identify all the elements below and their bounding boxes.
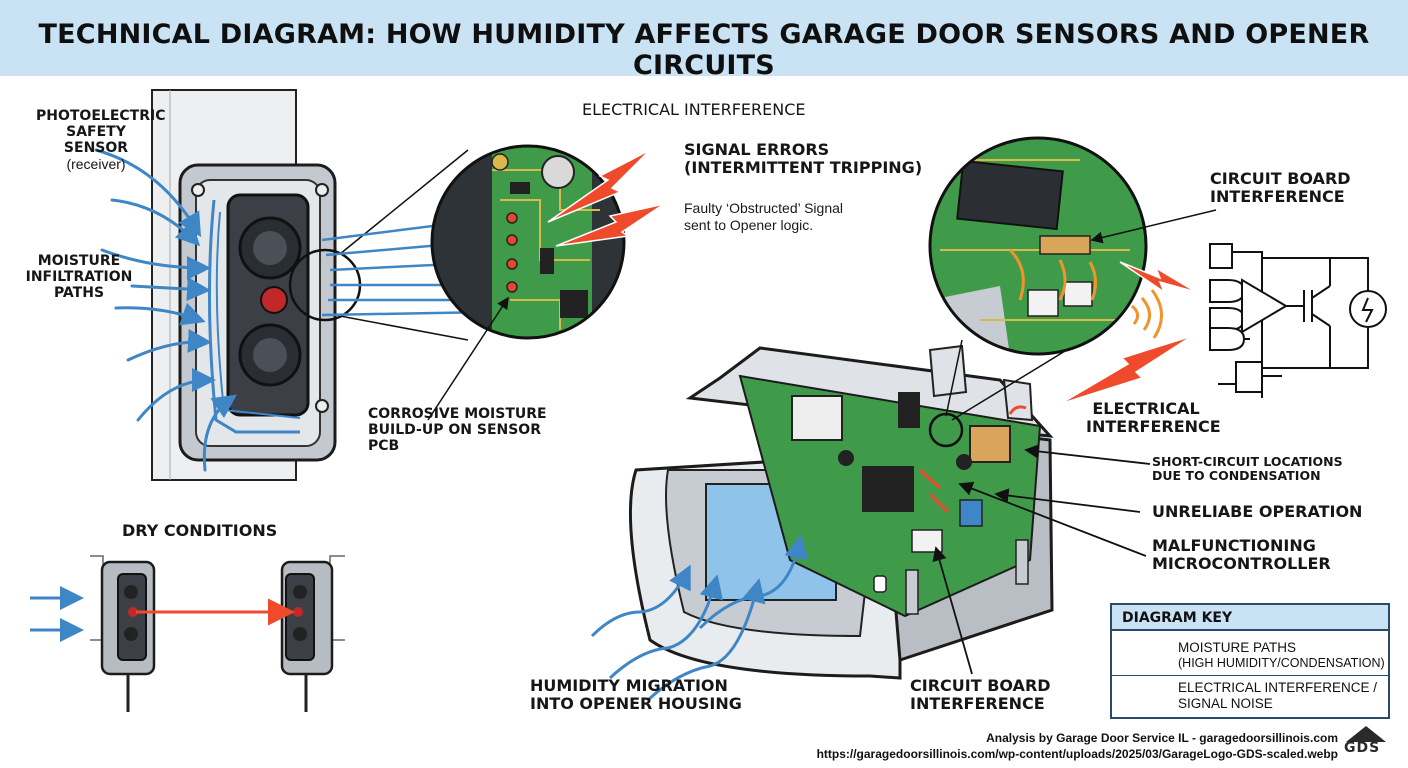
diagram-key-title: DIAGRAM KEY [1112, 605, 1388, 631]
gds-logo-text: GDS [1344, 740, 1381, 756]
label-dry-conditions: DRY CONDITIONS [122, 521, 278, 540]
moisture-paths-into-sensor [94, 148, 237, 472]
label-photoelectric-sensor: PHOTOELECTRIC SAFETY SENSOR (receiver) [36, 108, 166, 172]
label-signal-errors: SIGNAL ERRORS (INTERMITTENT TRIPPING) [684, 140, 923, 178]
gds-logo: GDS [1342, 724, 1388, 762]
credit-line-2: https://garagedoorsillinois.com/wp-conte… [816, 747, 1338, 762]
label-unreliable-operation: UNRELIABE OPERATION [1152, 502, 1363, 521]
page-title: TECHNICAL DIAGRAM: HOW HUMIDITY AFFECTS … [38, 19, 1370, 81]
key-row-interference: ELECTRICAL INTERFERENCE / SIGNAL NOISE [1112, 675, 1388, 716]
key-moisture-sub: (HIGH HUMIDITY/CONDENSATION) [1178, 655, 1385, 670]
label-corrosive-moisture: CORROSIVE MOISTURE BUILD-UP ON SENSOR PC… [368, 406, 547, 454]
label-electrical-interference-mid: ELECTRICAL INTERFERENCE [1086, 399, 1221, 437]
dry-sensor-right [280, 555, 345, 712]
large-safety-sensor [178, 163, 337, 462]
humidity-migration-arrows [590, 534, 809, 702]
key-row-moisture: MOISTURE PATHS (HIGH HUMIDITY/CONDENSATI… [1112, 633, 1388, 675]
label-circuit-board-interference-bottom: CIRCUIT BOARD INTERFERENCE [910, 676, 1051, 714]
label-malfunctioning-microcontroller: MALFUNCTIONING MICROCONTROLLER [1152, 536, 1331, 574]
opener-callout-leaders [932, 444, 1151, 675]
label-short-circuit: SHORT-CIRCUIT LOCATIONS DUE TO CONDENSAT… [1152, 454, 1343, 484]
key-interference-label: ELECTRICAL INTERFERENCE / [1178, 680, 1378, 695]
signal-error-bolts [547, 149, 665, 247]
label-faulty-signal: Faulty ‘Obstructed’ Signal sent to Opene… [684, 200, 843, 233]
label-electrical-interference-top: ELECTRICAL INTERFERENCE [582, 100, 806, 119]
gds-logo-mark [1346, 726, 1386, 742]
dry-blue-arrows [30, 586, 84, 642]
label-humidity-migration: HUMIDITY MIGRATION INTO OPENER HOUSING [530, 676, 742, 714]
diagram-illustration [30, 89, 1387, 742]
circuit-interference-bolts [1059, 261, 1197, 405]
logic-schematic [1209, 243, 1387, 398]
diagram-key: DIAGRAM KEY MOISTURE PATHS (HIGH HUMIDIT… [1110, 603, 1390, 719]
key-interference-sub: SIGNAL NOISE [1178, 695, 1273, 711]
key-moisture-label: MOISTURE PATHS [1178, 640, 1297, 655]
credit-block: Analysis by Garage Door Service IL - gar… [817, 730, 1338, 762]
title-bar: TECHNICAL DIAGRAM: HOW HUMIDITY AFFECTS … [0, 0, 1408, 81]
credit-line-1: Analysis by Garage Door Service IL - gar… [986, 731, 1338, 745]
dry-sensor-left [90, 555, 156, 712]
label-moisture-infiltration: MOISTURE INFILTRATION PATHS [25, 253, 133, 301]
label-circuit-board-interference-top: CIRCUIT BOARD INTERFERENCE [1210, 169, 1351, 207]
